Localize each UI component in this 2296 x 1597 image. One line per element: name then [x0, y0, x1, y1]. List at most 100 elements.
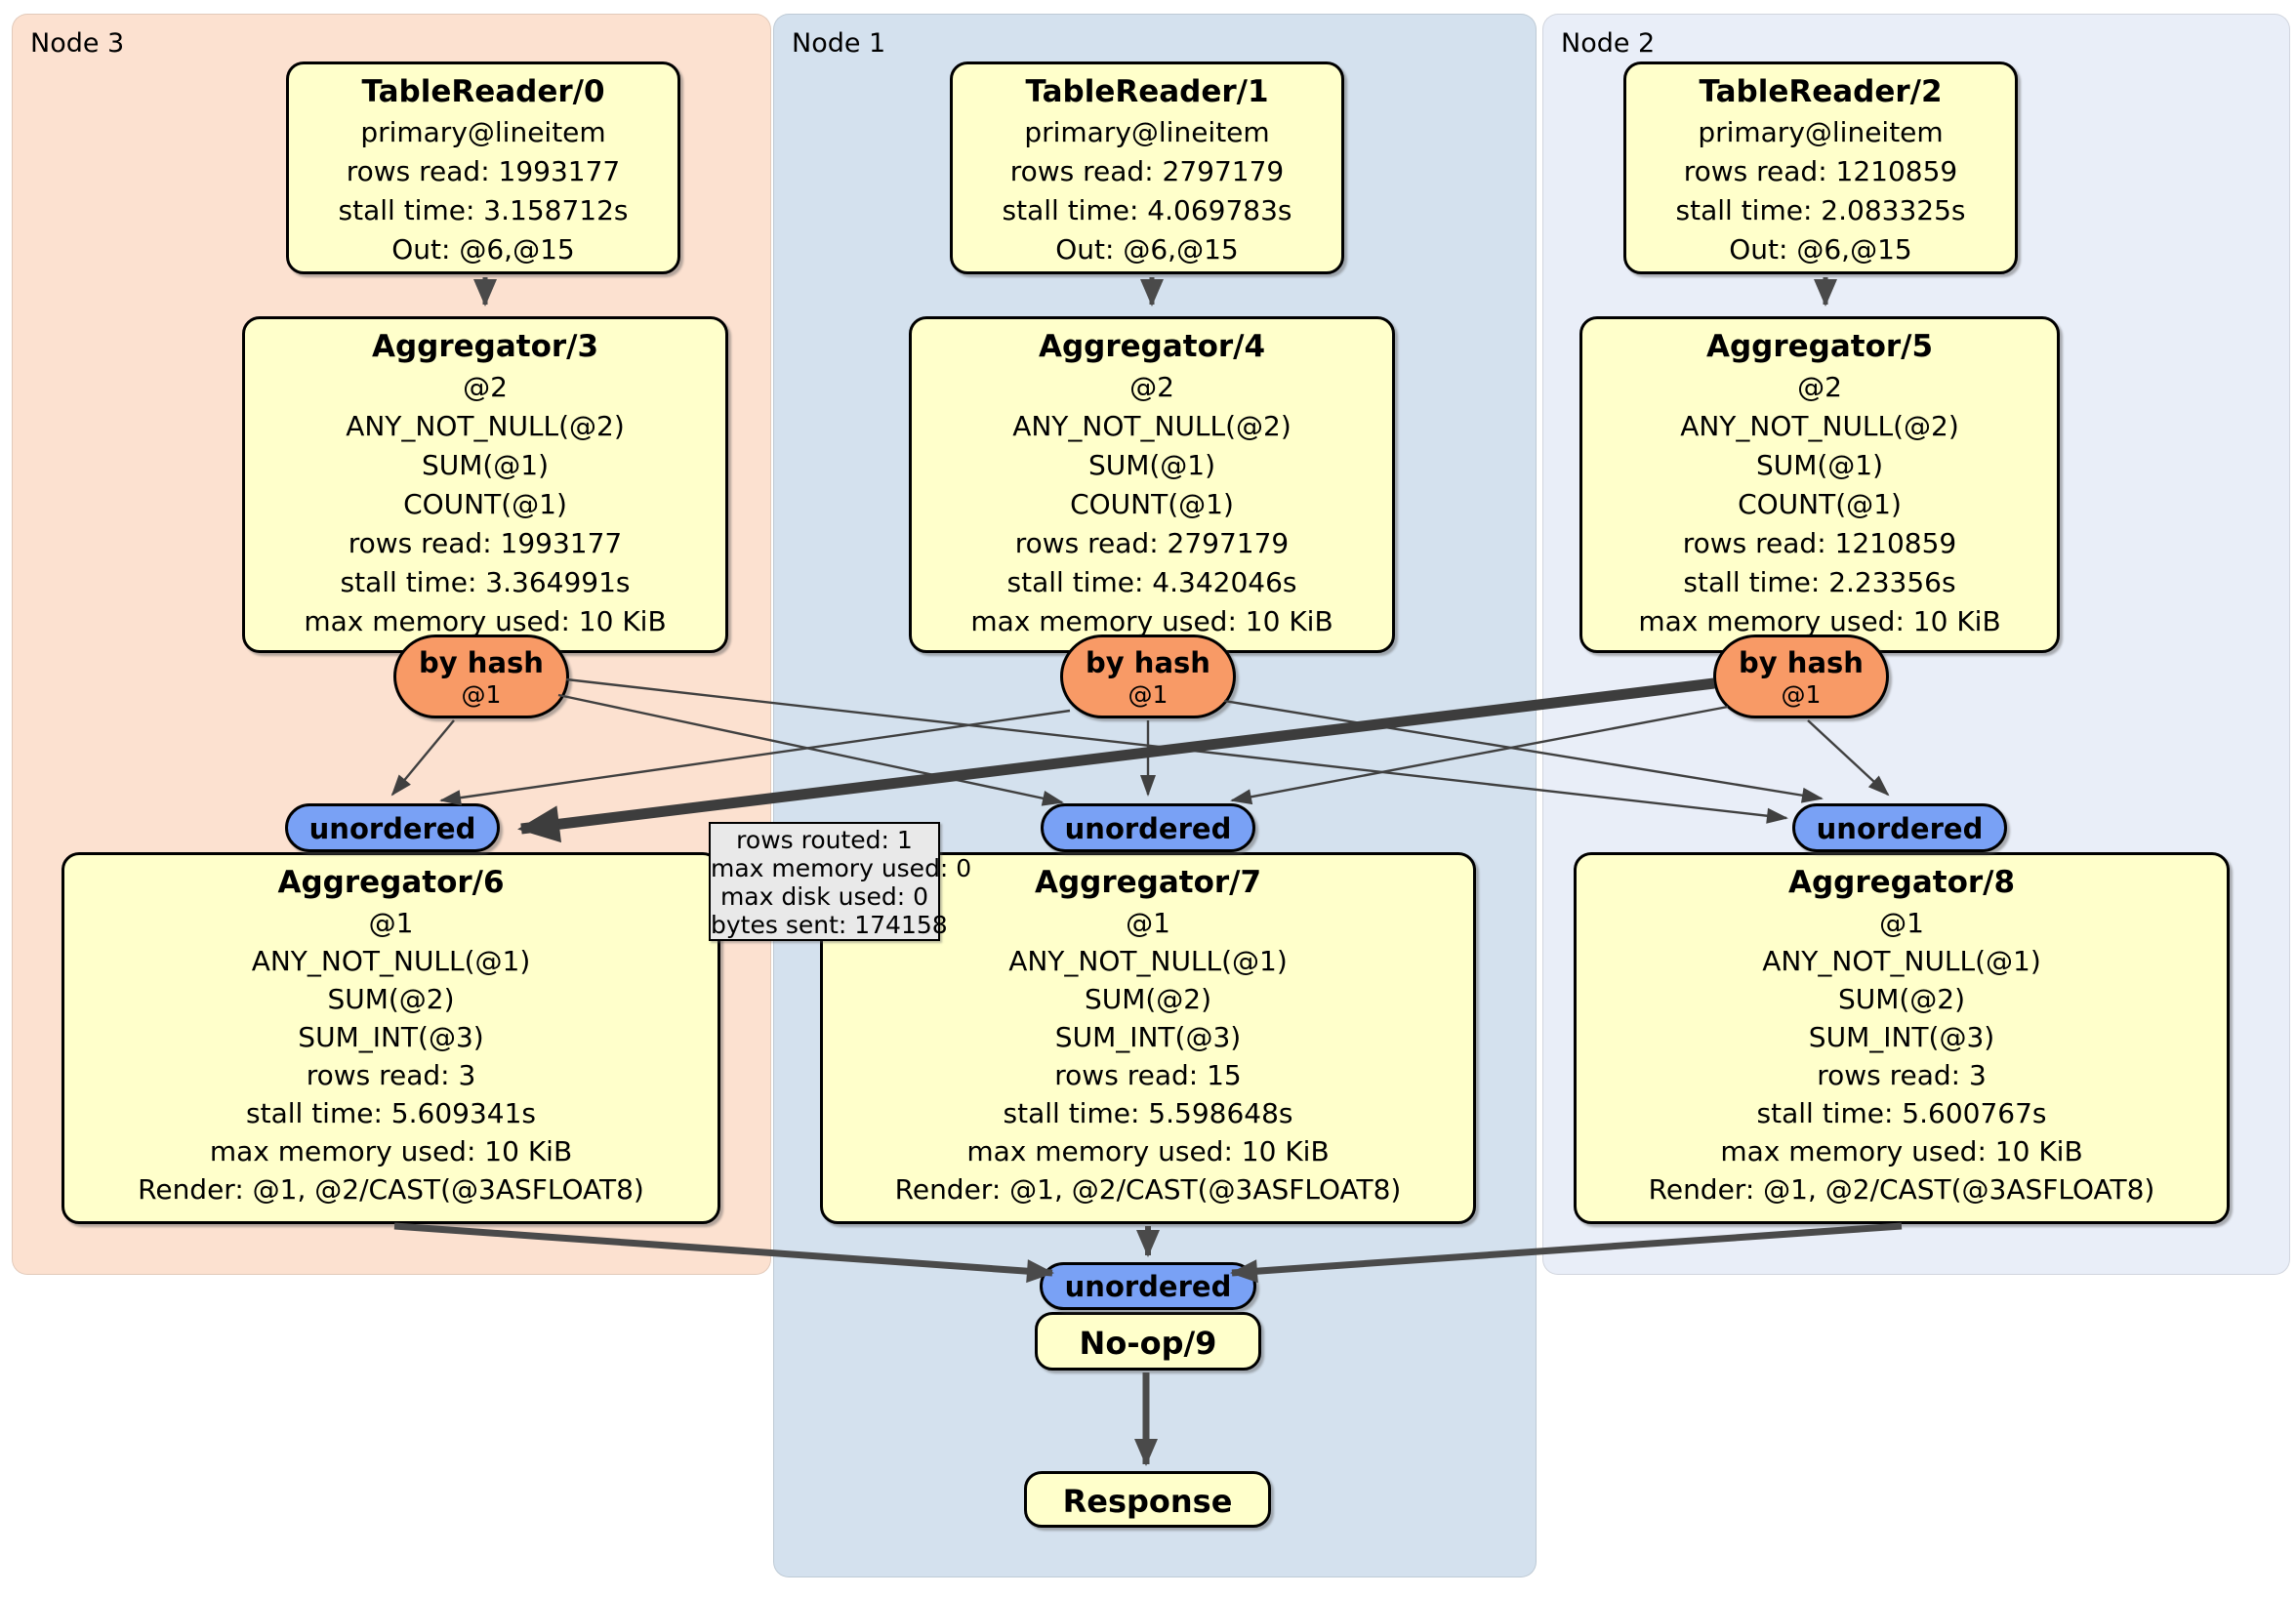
operator-detail: max memory used: 10 KiB: [209, 1135, 573, 1167]
operator-detail: ANY_NOT_NULL(@2): [1012, 410, 1292, 442]
noop-node[interactable]: No-op/9: [1035, 1312, 1261, 1371]
operator-title: Aggregator/7: [1034, 865, 1262, 900]
operator-detail: rows read: 3: [1817, 1059, 1987, 1091]
operator-detail: @1: [1879, 907, 1924, 939]
unordered-sync-final[interactable]: unordered: [1040, 1262, 1256, 1310]
operator-detail: Out: @6,@15: [1055, 233, 1239, 266]
aggregator-4-node[interactable]: Aggregator/4 @2 ANY_NOT_NULL(@2) SUM(@1)…: [909, 316, 1395, 653]
by-hash-router-3[interactable]: by hash @1: [393, 635, 569, 718]
operator-detail: SUM(@1): [421, 449, 550, 481]
table-reader-2-node[interactable]: TableReader/2 primary@lineitem rows read…: [1623, 61, 2018, 274]
operator-title: Response: [1062, 1483, 1233, 1520]
unordered-sync-node1[interactable]: unordered: [1041, 803, 1255, 852]
operator-detail: primary@lineitem: [360, 116, 606, 148]
operator-detail: max memory used: 10 KiB: [304, 605, 667, 637]
node2-label: Node 2: [1561, 28, 1656, 59]
node3-label: Node 3: [30, 28, 125, 59]
operator-detail: ANY_NOT_NULL(@1): [1008, 945, 1288, 977]
operator-detail: stall time: 4.069783s: [1002, 194, 1292, 226]
operator-title: Aggregator/3: [371, 329, 599, 364]
unordered-sync-node3[interactable]: unordered: [285, 803, 500, 852]
operator-detail: Out: @6,@15: [391, 233, 575, 266]
operator-title: Aggregator/5: [1705, 329, 1934, 364]
operator-detail: SUM(@1): [1755, 449, 1884, 481]
operator-detail: stall time: 2.083325s: [1675, 194, 1966, 226]
operator-detail: rows read: 1993177: [346, 155, 621, 187]
operator-title: Aggregator/8: [1787, 865, 2016, 900]
operator-detail: stall time: 5.600767s: [1756, 1097, 2047, 1129]
operator-detail: SUM_INT(@3): [1054, 1021, 1242, 1053]
sync-label: unordered: [308, 812, 476, 845]
aggregator-6-node[interactable]: Aggregator/6 @1 ANY_NOT_NULL(@1) SUM(@2)…: [62, 852, 720, 1224]
operator-detail: @1: [1126, 907, 1170, 939]
operator-detail: rows read: 15: [1054, 1059, 1242, 1091]
operator-detail: SUM_INT(@3): [298, 1021, 484, 1053]
operator-title: Aggregator/6: [277, 865, 505, 900]
operator-detail: rows read: 2797179: [1014, 527, 1290, 559]
by-hash-router-5[interactable]: by hash @1: [1713, 635, 1889, 718]
operator-detail: Out: @6,@15: [1729, 233, 1912, 266]
operator-title: TableReader/0: [361, 74, 605, 109]
node1-label: Node 1: [792, 28, 886, 59]
table-reader-1-node[interactable]: TableReader/1 primary@lineitem rows read…: [950, 61, 1344, 274]
response-node[interactable]: Response: [1024, 1471, 1271, 1528]
sync-label: unordered: [1816, 812, 1984, 845]
operator-detail: SUM_INT(@3): [1808, 1021, 1995, 1053]
aggregator-3-node[interactable]: Aggregator/3 @2 ANY_NOT_NULL(@2) SUM(@1)…: [242, 316, 728, 653]
operator-title: TableReader/1: [1025, 74, 1269, 109]
operator-detail: stall time: 5.598648s: [1003, 1097, 1293, 1129]
router-detail: @1: [1781, 680, 1822, 709]
operator-title: TableReader/2: [1699, 74, 1943, 109]
operator-detail: @1: [368, 907, 414, 939]
operator-detail: @2: [1797, 371, 1842, 403]
tooltip-line: max disk used: 0: [719, 882, 929, 911]
operator-title: Aggregator/4: [1038, 329, 1266, 364]
operator-detail: max memory used: 10 KiB: [970, 605, 1333, 637]
operator-detail: stall time: 5.609341s: [246, 1097, 536, 1129]
operator-detail: ANY_NOT_NULL(@1): [251, 945, 531, 977]
router-label: by hash: [1086, 646, 1210, 679]
table-reader-0-node[interactable]: TableReader/0 primary@lineitem rows read…: [286, 61, 680, 274]
operator-detail: stall time: 4.342046s: [1006, 566, 1297, 598]
operator-detail: Render: @1, @2/CAST(@3ASFLOAT8): [1648, 1173, 2155, 1206]
operator-detail: ANY_NOT_NULL(@2): [346, 410, 625, 442]
operator-detail: max memory used: 10 KiB: [966, 1135, 1330, 1167]
operator-detail: Render: @1, @2/CAST(@3ASFLOAT8): [894, 1173, 1402, 1206]
operator-detail: max memory used: 10 KiB: [1638, 605, 2001, 637]
operator-detail: primary@lineitem: [1698, 116, 1944, 148]
operator-detail: rows read: 2797179: [1009, 155, 1285, 187]
operator-detail: SUM(@1): [1087, 449, 1216, 481]
operator-detail: rows read: 3: [306, 1059, 476, 1091]
sync-label: unordered: [1064, 1270, 1232, 1303]
operator-detail: ANY_NOT_NULL(@2): [1680, 410, 1959, 442]
router-label: by hash: [1739, 646, 1864, 679]
edge-tooltip: rows routed: 1 max memory used: 0 max di…: [709, 822, 971, 941]
operator-detail: rows read: 1210859: [1682, 527, 1957, 559]
tooltip-line: rows routed: 1: [736, 826, 913, 854]
operator-detail: rows read: 1210859: [1683, 155, 1958, 187]
router-detail: @1: [461, 680, 502, 709]
operator-detail: SUM(@2): [1837, 983, 1966, 1015]
router-detail: @1: [1128, 680, 1168, 709]
operator-detail: primary@lineitem: [1024, 116, 1270, 148]
router-label: by hash: [419, 646, 544, 679]
sync-label: unordered: [1064, 812, 1232, 845]
aggregator-8-node[interactable]: Aggregator/8 @1 ANY_NOT_NULL(@1) SUM(@2)…: [1574, 852, 2230, 1224]
operator-detail: SUM(@2): [1084, 983, 1212, 1015]
operator-detail: SUM(@2): [327, 983, 455, 1015]
aggregator-5-node[interactable]: Aggregator/5 @2 ANY_NOT_NULL(@2) SUM(@1)…: [1579, 316, 2060, 653]
operator-detail: COUNT(@1): [1070, 488, 1234, 520]
operator-detail: COUNT(@1): [1738, 488, 1902, 520]
operator-detail: stall time: 3.364991s: [340, 566, 631, 598]
unordered-sync-node2[interactable]: unordered: [1792, 803, 2007, 852]
operator-detail: COUNT(@1): [403, 488, 567, 520]
operator-detail: @2: [1129, 371, 1174, 403]
operator-detail: rows read: 1993177: [348, 527, 623, 559]
tooltip-line: bytes sent: 174158: [711, 911, 948, 939]
by-hash-router-4[interactable]: by hash @1: [1060, 635, 1236, 718]
operator-detail: max memory used: 10 KiB: [1720, 1135, 2083, 1167]
operator-detail: stall time: 3.158712s: [338, 194, 629, 226]
operator-detail: @2: [463, 371, 508, 403]
operator-detail: ANY_NOT_NULL(@1): [1762, 945, 2041, 977]
